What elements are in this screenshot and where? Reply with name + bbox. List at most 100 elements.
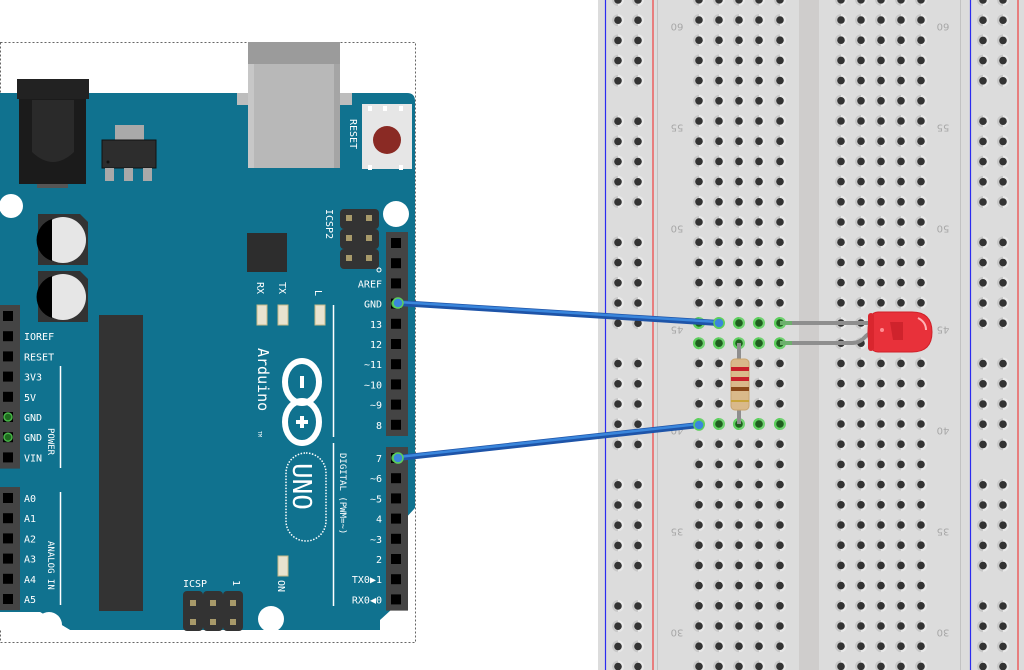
rail-hole[interactable]: [979, 258, 987, 267]
rail-hole[interactable]: [614, 279, 622, 287]
breadboard-hole[interactable]: [715, 157, 723, 166]
breadboard-hole[interactable]: [857, 0, 865, 4]
breadboard-hole[interactable]: [735, 561, 743, 570]
breadboard-hole[interactable]: [897, 642, 905, 650]
breadboard-hole[interactable]: [837, 76, 845, 85]
breadboard-hole[interactable]: [877, 177, 885, 186]
breadboard-hole[interactable]: [837, 16, 845, 24]
breadboard-hole[interactable]: [776, 501, 784, 509]
resistor[interactable]: [730, 343, 750, 424]
breadboard-hole[interactable]: [715, 622, 723, 630]
header-pin[interactable]: [391, 238, 401, 248]
breadboard-hole[interactable]: [735, 299, 743, 307]
breadboard-hole[interactable]: [897, 420, 905, 428]
breadboard-hole[interactable]: [837, 480, 845, 489]
breadboard-hole[interactable]: [776, 137, 784, 145]
breadboard-hole[interactable]: [917, 521, 925, 529]
breadboard-hole[interactable]: [877, 97, 885, 105]
rail-hole[interactable]: [634, 440, 642, 449]
breadboard-hole[interactable]: [776, 662, 784, 670]
breadboard-hole[interactable]: [776, 56, 784, 65]
rail-hole[interactable]: [614, 662, 622, 670]
breadboard-hole[interactable]: [837, 218, 845, 226]
breadboard-hole[interactable]: [837, 137, 845, 145]
rail-hole[interactable]: [979, 16, 987, 25]
rail-hole[interactable]: [634, 602, 642, 610]
header-pin[interactable]: [391, 513, 401, 524]
rail-hole[interactable]: [999, 258, 1007, 267]
wire-endpoint[interactable]: [392, 452, 404, 464]
breadboard-hole[interactable]: [877, 76, 885, 85]
breadboard-hole[interactable]: [857, 602, 865, 610]
header-pin[interactable]: [3, 533, 13, 544]
breadboard-hole[interactable]: [735, 541, 743, 549]
breadboard-hole[interactable]: [715, 97, 723, 105]
breadboard-hole[interactable]: [735, 521, 743, 529]
breadboard-hole[interactable]: [917, 218, 925, 226]
breadboard-hole[interactable]: [695, 339, 703, 348]
breadboard-hole[interactable]: [735, 157, 743, 166]
header-pin[interactable]: [391, 594, 401, 605]
breadboard-hole[interactable]: [837, 56, 845, 65]
breadboard-hole[interactable]: [837, 258, 845, 267]
rail-hole[interactable]: [979, 157, 987, 166]
breadboard-hole[interactable]: [695, 56, 703, 65]
rail-hole[interactable]: [979, 622, 987, 630]
breadboard-hole[interactable]: [735, 56, 743, 65]
rail-hole[interactable]: [634, 0, 642, 4]
rail-hole[interactable]: [634, 238, 642, 247]
breadboard-hole[interactable]: [715, 0, 723, 4]
rail-hole[interactable]: [999, 501, 1007, 509]
breadboard-hole[interactable]: [877, 400, 885, 408]
rail-hole[interactable]: [614, 521, 622, 529]
breadboard-hole[interactable]: [917, 258, 925, 267]
breadboard-hole[interactable]: [735, 218, 743, 226]
rail-hole[interactable]: [614, 319, 622, 328]
breadboard-hole[interactable]: [776, 299, 784, 307]
breadboard-hole[interactable]: [735, 662, 743, 670]
rail-hole[interactable]: [634, 16, 642, 25]
breadboard[interactable]: 6060555550504545404035353030: [598, 0, 1024, 670]
breadboard-hole[interactable]: [917, 0, 925, 4]
breadboard-hole[interactable]: [917, 36, 925, 44]
rail-hole[interactable]: [614, 400, 622, 408]
rail-hole[interactable]: [614, 501, 622, 509]
breadboard-hole[interactable]: [715, 521, 723, 529]
breadboard-hole[interactable]: [897, 440, 905, 449]
rail-hole[interactable]: [999, 0, 1007, 4]
breadboard-hole[interactable]: [857, 198, 865, 206]
breadboard-hole[interactable]: [837, 602, 845, 610]
rail-hole[interactable]: [614, 622, 622, 630]
breadboard-hole[interactable]: [755, 299, 763, 307]
breadboard-hole[interactable]: [917, 460, 925, 469]
breadboard-hole[interactable]: [857, 379, 865, 388]
rail-hole[interactable]: [614, 16, 622, 25]
breadboard-hole[interactable]: [897, 541, 905, 549]
breadboard-hole[interactable]: [776, 117, 784, 125]
rail-hole[interactable]: [999, 400, 1007, 408]
rail-hole[interactable]: [979, 77, 987, 85]
breadboard-hole[interactable]: [695, 218, 703, 226]
rail-hole[interactable]: [634, 299, 642, 307]
rail-hole[interactable]: [979, 0, 987, 4]
breadboard-hole[interactable]: [776, 278, 784, 287]
breadboard-hole[interactable]: [776, 0, 784, 4]
breadboard-hole[interactable]: [776, 521, 784, 529]
breadboard-hole[interactable]: [917, 501, 925, 509]
rail-hole[interactable]: [979, 561, 987, 570]
breadboard-hole[interactable]: [857, 440, 865, 449]
breadboard-hole[interactable]: [735, 480, 743, 489]
header-pin[interactable]: [3, 573, 13, 584]
breadboard-hole[interactable]: [837, 177, 845, 186]
breadboard-hole[interactable]: [857, 238, 865, 246]
breadboard-hole[interactable]: [897, 218, 905, 226]
breadboard-hole[interactable]: [877, 16, 885, 24]
breadboard-hole[interactable]: [695, 662, 703, 670]
rail-hole[interactable]: [634, 178, 642, 186]
breadboard-hole[interactable]: [695, 501, 703, 509]
breadboard-hole[interactable]: [877, 622, 885, 630]
breadboard-hole[interactable]: [735, 238, 743, 246]
breadboard-hole[interactable]: [877, 480, 885, 489]
rail-hole[interactable]: [634, 481, 642, 489]
breadboard-hole[interactable]: [877, 299, 885, 307]
